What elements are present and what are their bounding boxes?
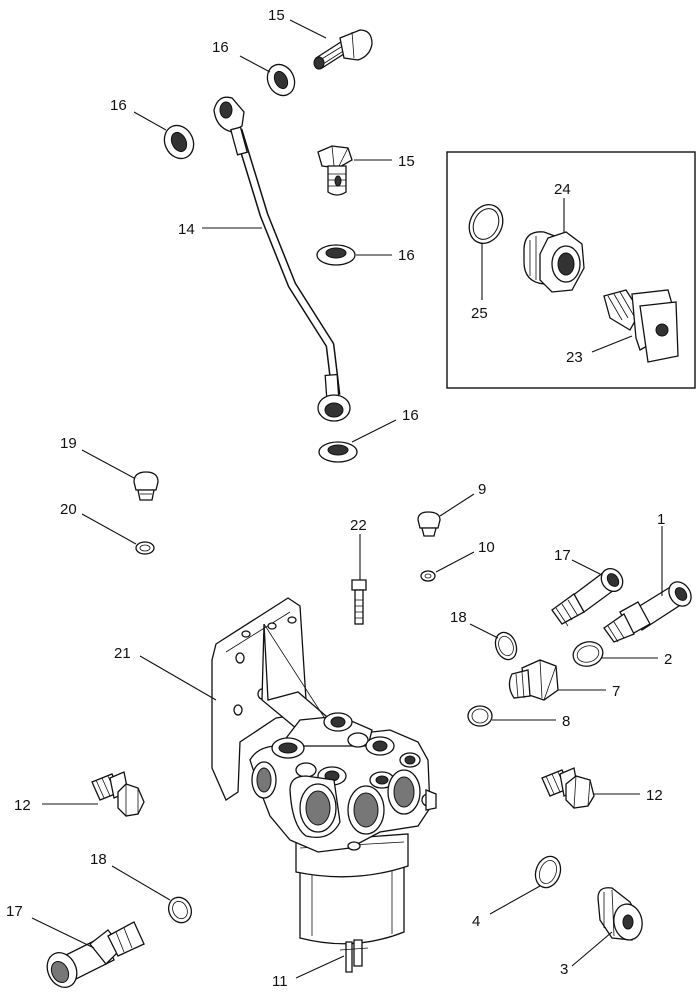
inset-frame [446, 151, 696, 389]
part-11-filter-bowl [295, 833, 409, 973]
part-16-washer-b [163, 124, 195, 160]
callout-16-top: 16 [212, 39, 229, 56]
part-2-o-ring [572, 641, 604, 667]
callout-9: 9 [478, 481, 486, 498]
callout-14: 14 [178, 221, 195, 238]
callout-22: 22 [350, 517, 367, 534]
part-20-o-ring [135, 541, 155, 555]
callout-12-right: 12 [646, 787, 663, 804]
part-3-plug [597, 887, 643, 941]
part-10-o-ring [420, 570, 436, 582]
part-12-banjo-bolt-left [91, 771, 145, 817]
part-9-plug [417, 511, 441, 537]
callout-15-top: 15 [268, 7, 285, 24]
callout-25: 25 [471, 305, 488, 322]
callout-21: 21 [114, 645, 131, 662]
callout-16-mid: 16 [398, 247, 415, 264]
part-24-adapter-nut [523, 231, 585, 293]
callout-17-left: 17 [6, 903, 23, 920]
part-18-o-ring-right [494, 631, 518, 661]
part-4-o-ring [534, 855, 562, 889]
callout-19: 19 [60, 435, 77, 452]
callout-8: 8 [562, 713, 570, 730]
callout-3: 3 [560, 961, 568, 978]
part-16-washer-c [316, 244, 356, 266]
callout-4: 4 [472, 913, 480, 930]
callout-15-mid: 15 [398, 153, 415, 170]
leader-lines [31, 19, 663, 979]
callout-12-left: 12 [14, 797, 31, 814]
part-12-banjo-bolt-right [541, 767, 595, 809]
part-23-connector-clip [603, 289, 679, 363]
callout-17-right: 17 [554, 547, 571, 564]
callout-7: 7 [612, 683, 620, 700]
part-15-banjo-bolt-top [313, 29, 373, 70]
part-1-hose-fitting [603, 581, 692, 643]
callout-11: 11 [272, 973, 288, 990]
callout-1: 1 [657, 511, 665, 528]
part-17-hose-fitting-right [551, 567, 624, 627]
callout-18-right: 18 [450, 609, 467, 626]
callout-labels: 15 16 16 15 14 16 16 24 25 23 19 20 9 22… [6, 7, 672, 990]
part-25-o-ring [468, 204, 504, 244]
part-7-plug-fitting [508, 659, 559, 701]
part-8-o-ring [467, 705, 493, 727]
callout-2: 2 [664, 651, 672, 668]
callout-20: 20 [60, 501, 77, 518]
filter-head [249, 712, 437, 853]
callout-18-left: 18 [90, 851, 107, 868]
callout-16-left: 16 [110, 97, 127, 114]
part-18-o-ring-left [167, 896, 193, 924]
part-16-washer-d [318, 441, 358, 463]
callout-10: 10 [478, 539, 495, 556]
part-22-bolt [351, 579, 367, 625]
part-14-fuel-pipe [213, 96, 351, 422]
callout-23: 23 [566, 349, 583, 366]
part-19-plug [133, 471, 159, 501]
part-16-washer-a [266, 63, 296, 97]
part-15-banjo-bolt-mid [317, 145, 353, 196]
callout-24: 24 [554, 181, 571, 198]
callout-16-low: 16 [402, 407, 419, 424]
part-17-hose-fitting-left [46, 921, 145, 989]
part-21-mounting-bracket [211, 597, 356, 801]
